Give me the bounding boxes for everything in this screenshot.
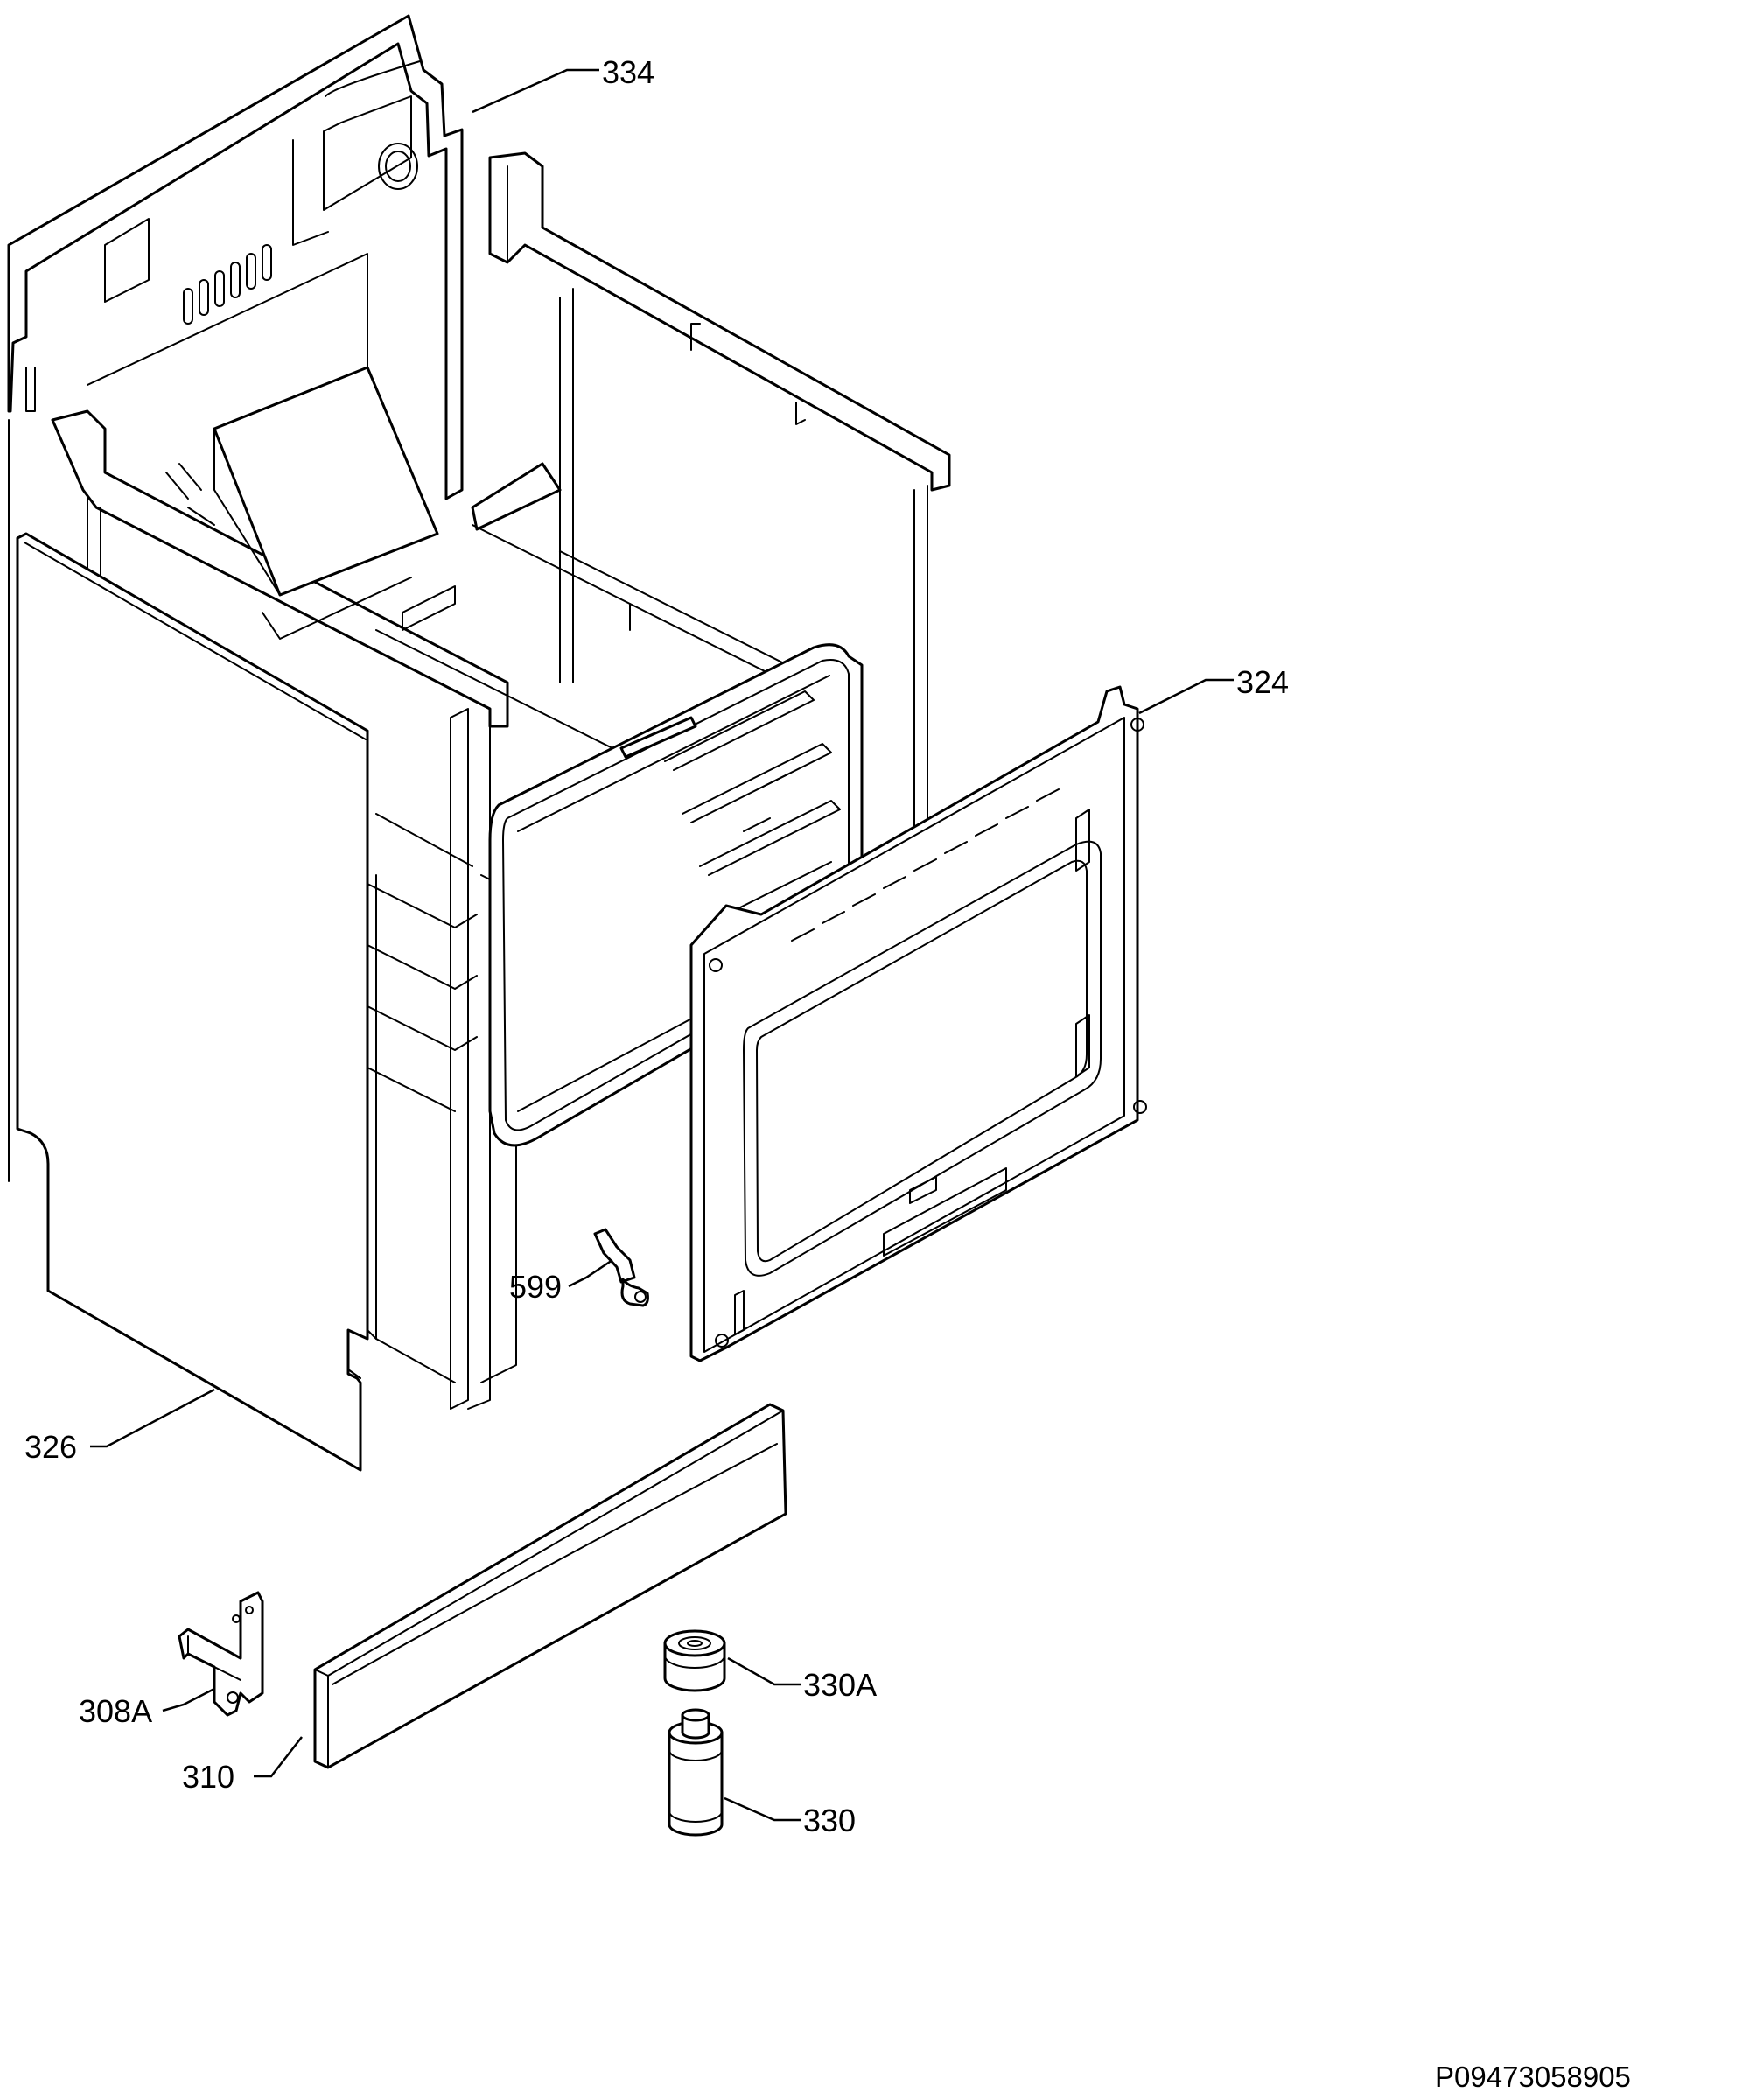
callout-330a: 330A: [803, 1667, 877, 1703]
leader-330a: [727, 1656, 801, 1686]
callout-326: 326: [24, 1429, 77, 1465]
part-310-plinth-panel: [313, 1403, 787, 1769]
callout-310: 310: [182, 1759, 234, 1795]
callout-599: 599: [509, 1269, 562, 1305]
oven-cavity-frame: [51, 151, 951, 1410]
callout-334: 334: [602, 54, 654, 90]
leader-324: [1138, 678, 1234, 715]
leader-334: [472, 68, 599, 114]
part-330a-foot-insert: [663, 1629, 726, 1692]
leader-308a: [162, 1687, 215, 1712]
part-308a-bracket: [178, 1591, 264, 1717]
leader-310: [254, 1736, 303, 1778]
callout-324: 324: [1236, 664, 1289, 700]
leader-599: [568, 1258, 613, 1288]
part-330-adjustable-foot: [668, 1708, 724, 1837]
part-326-side-panel: [16, 532, 369, 1472]
callout-308a: 308A: [79, 1693, 152, 1729]
leader-326: [90, 1388, 215, 1448]
part-599-hinge-clip: [593, 1228, 649, 1307]
part-324-door-frame: [689, 685, 1147, 1362]
document-id: P09473058905: [1435, 2061, 1631, 2093]
callout-330: 330: [803, 1802, 856, 1838]
leader-330: [724, 1796, 801, 1822]
part-334-rear-panel: [7, 14, 464, 1182]
